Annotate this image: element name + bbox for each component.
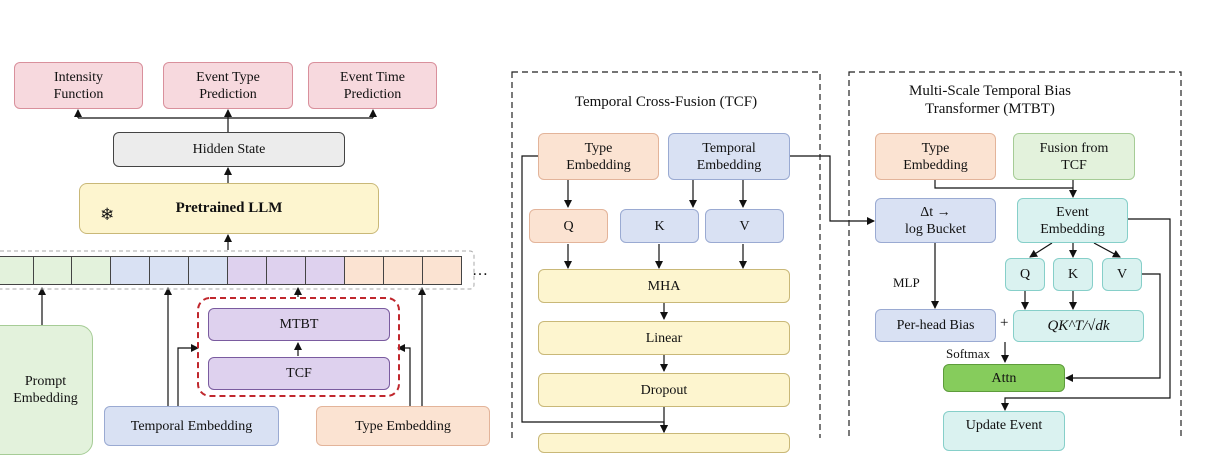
fusion-from-tcf-box: Fusion from TCF (1013, 133, 1135, 180)
intensity-function-box: Intensity Function (14, 62, 143, 109)
mtbt-q-box: Q (1005, 258, 1045, 291)
tcf-k-box: K (620, 209, 699, 243)
linear-box: Linear (538, 321, 790, 355)
mtbt-type-embedding-box: Type Embedding (875, 133, 996, 180)
token-cell (188, 256, 228, 285)
tcf-q-box: Q (529, 209, 608, 243)
mtbt-k-box: K (1053, 258, 1093, 291)
token-cell (71, 256, 111, 285)
prompt-embedding-box: Prompt Embedding (0, 325, 93, 455)
mtbt-box: MTBT (208, 308, 390, 341)
mtbt-v-box: V (1102, 258, 1142, 291)
token-cell (305, 256, 345, 285)
token-cell (227, 256, 267, 285)
token-cell (422, 256, 462, 285)
ellipsis-text: … (472, 262, 488, 279)
token-cell (383, 256, 423, 285)
tcf-title: Temporal Cross-Fusion (TCF) (574, 94, 758, 110)
temporal-embedding-box: Temporal Embedding (104, 406, 279, 446)
tcf-type-embedding-box: Type Embedding (538, 133, 659, 180)
tcf-box: TCF (208, 357, 390, 390)
event-time-prediction-box: Event Time Prediction (308, 62, 437, 109)
log-bucket-box: Δt → log Bucket (875, 198, 996, 243)
token-cell (149, 256, 189, 285)
token-cell (33, 256, 72, 285)
token-cell (266, 256, 306, 285)
token-cell (0, 256, 34, 285)
token-cell (110, 256, 150, 285)
attn-box: Attn (943, 364, 1065, 392)
tcf-bottom-box (538, 433, 790, 453)
formula-box: QK^T/√dk (1013, 310, 1144, 342)
softmax-label: Softmax (946, 346, 991, 361)
event-type-prediction-box: Event Type Prediction (163, 62, 293, 109)
update-event-box: Update Event (943, 411, 1065, 451)
event-embedding-box: Event Embedding (1017, 198, 1128, 243)
mlp-label: MLP (893, 275, 920, 290)
hidden-state-box: Hidden State (113, 132, 345, 167)
tcf-temporal-embedding-box: Temporal Embedding (668, 133, 790, 180)
per-head-bias-box: Per-head Bias (875, 309, 996, 342)
mtbt-title: Multi-Scale Temporal Bias Transformer (M… (909, 83, 1071, 117)
type-embedding-box: Type Embedding (316, 406, 490, 446)
mha-box: MHA (538, 269, 790, 303)
snowflake-icon: ❄ (100, 205, 115, 224)
tcf-v-box: V (705, 209, 784, 243)
plus-sign: + (1000, 315, 1009, 331)
token-cell (344, 256, 384, 285)
dropout-box: Dropout (538, 373, 790, 407)
pretrained-llm-box: ❄ Pretrained LLM (79, 183, 379, 234)
connector-lines (0, 71, 1182, 438)
